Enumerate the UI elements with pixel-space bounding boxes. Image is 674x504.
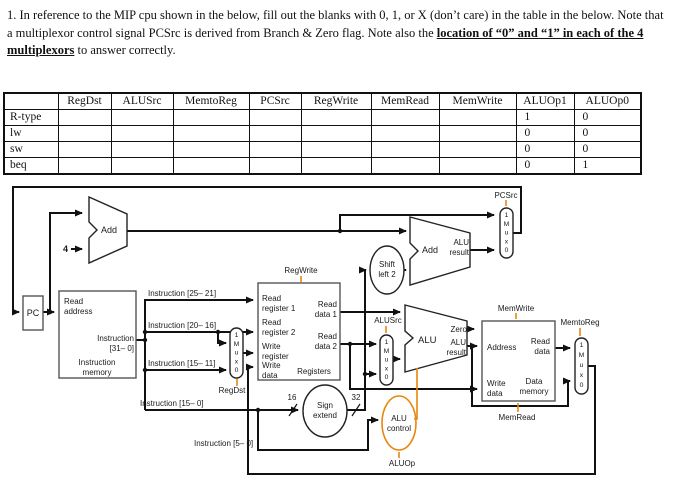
wire-pcsrc-mux-to-pc — [12, 186, 522, 316]
wire-instr-5-0-to-alu-control — [257, 410, 379, 451]
question-line-1: 1. In reference to the MIP cpu shown in … — [7, 8, 520, 22]
column-header: RegWrite — [300, 92, 372, 110]
bus-width-32-label: 32 — [352, 393, 361, 402]
column-header: MemRead — [370, 92, 440, 110]
wire-read-data2-to-dmem-write — [349, 344, 478, 393]
memtoreg-mux — [574, 337, 589, 395]
pcsrc-mux — [499, 207, 514, 259]
alusrc-signal-label: ALUSrc — [374, 316, 402, 325]
pc-box — [22, 295, 44, 331]
bus-slash-32 — [351, 403, 361, 417]
wire-memtoreg-mux-to-write-data — [246, 363, 596, 475]
registers-title: Registers — [297, 367, 331, 376]
registers-box — [257, 282, 341, 381]
pcsrc-signal-label: PCSrc — [494, 191, 517, 200]
data-memory-box — [481, 320, 556, 402]
add-pc4-label: Add — [101, 225, 117, 235]
regwrite-signal-label: RegWrite — [284, 266, 318, 275]
table-cell: 0 — [573, 109, 642, 126]
question-paragraph: 1. In reference to the MIP cpu shown in … — [7, 7, 671, 60]
alu-unit — [404, 304, 468, 373]
shift-left-2-unit — [369, 245, 405, 295]
instr-field-20-16-label: Instruction [20– 16] — [148, 321, 216, 330]
bus-slash-16 — [288, 403, 298, 417]
alu-control-unit — [381, 395, 417, 451]
question-line-3-prefix: also the — [395, 25, 437, 40]
wire-pc-to-add — [49, 209, 83, 312]
sign-extend-unit — [302, 384, 348, 438]
wire-alu-control-to-alu — [414, 368, 418, 420]
imem-instruction-31-0-label: Instruction[31– 0] — [97, 334, 134, 353]
wire-instr-trunk-25-21 — [144, 296, 254, 410]
table-cell: 1 — [573, 157, 642, 175]
row-label: sw — [3, 141, 59, 158]
wire-pc4-to-pcsrc-mux — [339, 211, 495, 231]
table-cell: 0 — [515, 141, 575, 158]
question-bold-underline: location of “0” and “1” in each of the 4… — [7, 25, 644, 58]
question-line-2: table in the below. Note that a multiple… — [7, 8, 664, 40]
table-cell: 0 — [573, 141, 642, 158]
instr-field-25-21-label: Instruction [25– 21] — [148, 289, 216, 298]
bus-width-16-label: 16 — [288, 393, 297, 402]
aluop-signal-label: ALUOp — [389, 459, 416, 468]
four-constant-label: 4 — [63, 244, 68, 254]
alusrc-mux — [379, 334, 394, 386]
memtoreg-signal-label: MemtoReg — [560, 318, 599, 327]
junction-dots — [47, 228, 475, 413]
alu-label: ALU — [418, 335, 437, 346]
add-branch-unit — [409, 216, 471, 286]
pc-label: PC — [27, 308, 40, 318]
wire-20-16-to-regdst-mux — [217, 332, 227, 347]
instruction-memory-box — [58, 290, 137, 379]
memread-signal-label: MemRead — [499, 413, 536, 422]
instr-field-15-11-label: Instruction [15– 11] — [148, 359, 215, 368]
question-line-3-suffix: to answer correctly. — [74, 43, 176, 58]
alu-zero-label: Zero — [451, 325, 468, 334]
regdst-mux — [229, 327, 244, 379]
instr-field-15-0-label: Instruction [15– 0] — [140, 399, 204, 408]
instr-field-5-0-label: Instruction [5– 0] — [194, 439, 253, 448]
dmem-address-label: Address — [487, 343, 516, 352]
wire-alu-result-to-memtoreg-mux — [471, 346, 571, 407]
add-branch-label: Add — [422, 245, 438, 255]
regdst-signal-label: RegDst — [219, 386, 246, 395]
memwrite-signal-label: MemWrite — [498, 304, 535, 313]
add-pc4-unit — [88, 195, 128, 265]
